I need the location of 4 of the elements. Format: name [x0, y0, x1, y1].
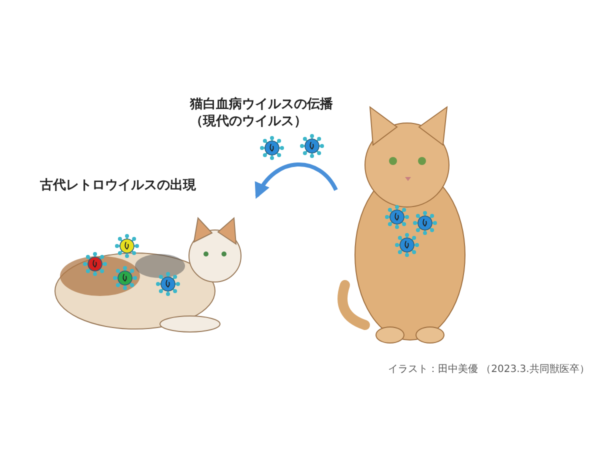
edge-label: 猫白血病ウイルスの伝播（現代のウイルス）: [190, 96, 335, 130]
caption-text: 古代レトロウイルスの出現: [40, 177, 196, 194]
credit-text: イラスト：田中美優 （2023.3.共同獣医卒）: [388, 362, 590, 376]
arrow: [255, 162, 338, 199]
